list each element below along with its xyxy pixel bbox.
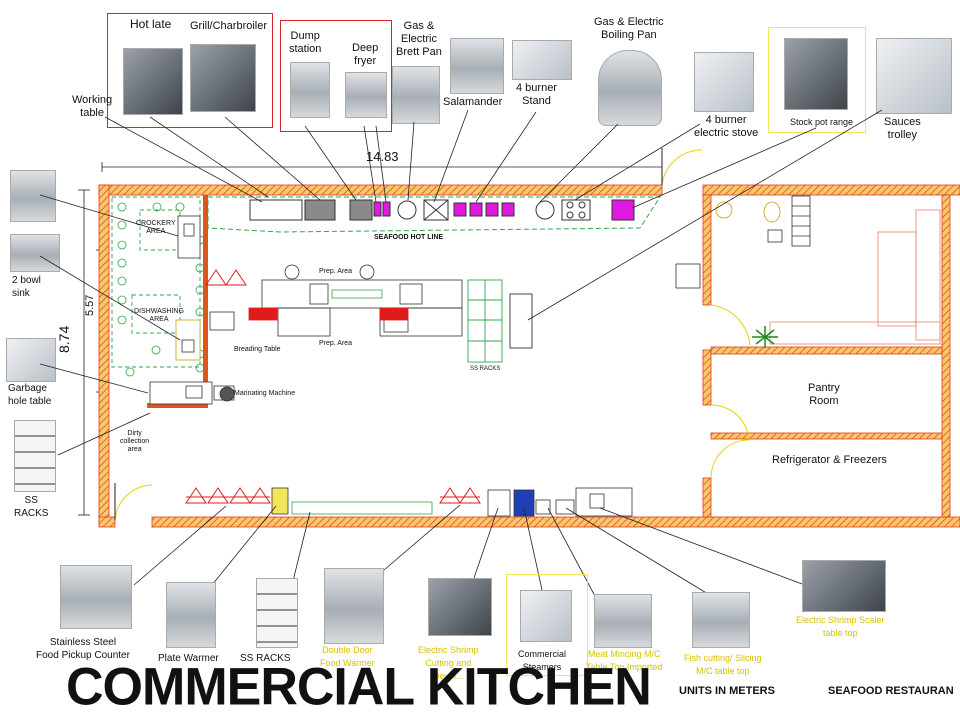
height-total-dimension: 8.74: [56, 325, 72, 353]
stock-pot-photo: [784, 38, 848, 110]
restaurant-note: SEAFOOD RESTAURAN: [828, 685, 954, 697]
prep-area-bottom-label: Prep. Area: [319, 340, 353, 347]
seafood-hot-line-label: SEAFOOD HOT LINE: [374, 234, 444, 241]
dump-fryer-frame: [280, 20, 392, 132]
leader-lines: [39, 109, 883, 601]
prep-area: [149, 279, 463, 405]
units-note: UNITS IN METERS: [679, 685, 775, 697]
garbage-table-photo: [6, 338, 56, 382]
breading-table-label: Breading Table: [234, 346, 281, 353]
brett-pan-photo: [392, 66, 440, 124]
boiling-pan-label: Gas & Electric Boiling Pan: [594, 16, 664, 41]
pickup-counter-label: Stainless Steel Food Pickup Counter: [36, 637, 130, 661]
doors: [114, 148, 751, 521]
burner-stand-photo: [512, 40, 572, 80]
prep-area-top-label: Prep. Area: [319, 268, 353, 275]
salamander-photo: [450, 38, 504, 94]
salamander-label: Salamander: [443, 96, 503, 108]
shrimp-scaler-photo: [802, 560, 886, 612]
steamers-label: Commercial Steamers: [518, 649, 567, 672]
sauces-trolley-label: Sauces trolley: [884, 116, 921, 141]
dirty-collection-label: Dirty collection area: [120, 430, 150, 453]
electric-stove-label: 4 burner electric stove: [694, 114, 759, 139]
height-inner-dimension: 5.57: [84, 294, 96, 316]
ss-racks-plan-label: SS RACKS: [470, 366, 501, 372]
pantry-label: Pantry Room: [808, 382, 840, 407]
shrimp-cutting-label: Electric Shrimp Cutting and Devei...: [418, 645, 479, 681]
hot-plate-photo: [123, 48, 183, 115]
plate-warmer-photo: [166, 582, 216, 648]
boiling-pan-photo: [598, 50, 662, 126]
chef-icons: [284, 264, 375, 280]
hot-plate-label: Hot late: [130, 17, 172, 31]
pickup-counter-photo: [60, 565, 132, 629]
page-title: COMMERCIAL KITCHEN: [66, 657, 652, 717]
fish-cutting-photo: [692, 592, 750, 648]
fish-cutting-label: Fish cutting/ Slicing M/C table top: [684, 653, 762, 676]
dump-station-photo: [290, 62, 330, 118]
bowl-sink-double-photo: [10, 234, 60, 272]
bottom-row: [271, 263, 701, 517]
door-warmer-label: Double Door Food Warmer: [320, 645, 375, 668]
shrimp-scaler-label: Electric Shrimp Scaler table top: [796, 615, 885, 638]
hot-grill-frame: [107, 13, 273, 128]
ss-racks-left-label: SS RACKS: [14, 495, 49, 519]
meat-mincing-label: Meat Mincing M/C Table Top Imported: [586, 649, 663, 672]
plate-warmer-label: Plate Warmer: [158, 653, 219, 664]
shrimp-cutting-photo: [428, 578, 492, 636]
burner-stand-label: 4 burner Stand: [516, 82, 557, 107]
hot-line: [207, 196, 661, 233]
garbage-label: Garbage hole table: [8, 383, 52, 407]
walls: [98, 184, 960, 528]
dump-station-label: Dump station: [289, 30, 322, 55]
sauces-trolley-photo: [876, 38, 952, 114]
restrooms: [715, 195, 941, 345]
brett-pan-label: Gas & Electric Brett Pan: [396, 20, 442, 58]
plant-icon: [752, 326, 778, 348]
ss-racks-bottom-label: SS RACKS: [240, 653, 291, 664]
steamers-frame: [506, 574, 588, 676]
working-table-label: Working table: [72, 94, 113, 119]
ss-racks-bottom-photo: [256, 578, 298, 648]
red-tables: [185, 269, 481, 504]
crockery-label: CROCKERY AREA: [136, 220, 176, 235]
bowl-sink-label: 2 bowl sink: [12, 275, 41, 299]
dish-sinks: [175, 215, 201, 361]
marinating-label: Marinating Machine: [234, 390, 296, 397]
grill-photo: [190, 44, 256, 112]
refrigerator-label: Refrigerator & Freezers: [772, 454, 887, 466]
width-dimension: 14.83: [366, 149, 399, 164]
stock-pot-frame: [768, 27, 866, 133]
bowl-sink-single-photo: [10, 170, 56, 222]
meat-mincing-photo: [594, 594, 652, 648]
dishwashing-label: DISHWASHING AREA: [134, 308, 184, 323]
electric-stove-photo: [694, 52, 754, 112]
door-warmer-photo: [324, 568, 384, 644]
deep-fryer-photo: [345, 72, 387, 118]
deep-fryer-label: Deep fryer: [352, 42, 379, 67]
ss-racks-left-photo: [14, 420, 56, 492]
grill-label: Grill/Charbroiler: [190, 20, 268, 32]
steamers-photo: [520, 590, 572, 642]
ss-racks-plan: [467, 279, 533, 363]
stock-pot-label: Stock pot range: [790, 117, 854, 127]
